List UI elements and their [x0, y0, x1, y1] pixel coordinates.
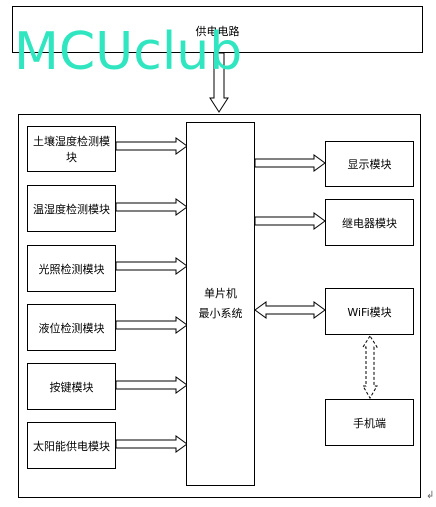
- arrow-display: [254, 154, 326, 172]
- liquid-level-module: 液位检测模块: [27, 304, 116, 351]
- power-down-arrow: [209, 52, 229, 113]
- arrow-relay: [254, 212, 326, 230]
- relay-module: 继电器模块: [325, 199, 414, 246]
- arrow-soil: [115, 137, 188, 155]
- solar-power-module: 太阳能供电模块: [27, 422, 116, 469]
- mcu-minimum-system: 单片机 最小系统: [186, 122, 255, 486]
- mcu-line2: 最小系统: [198, 307, 243, 320]
- arrow-key: [115, 376, 188, 394]
- arrow-level: [115, 316, 188, 334]
- paragraph-mark: ↲: [426, 490, 435, 501]
- temp-humidity-label: 温湿度检测模块: [33, 202, 110, 216]
- wifi-module: WiFi模块: [325, 288, 414, 335]
- key-module: 按键模块: [27, 363, 116, 410]
- key-label: 按键模块: [49, 380, 94, 394]
- soil-humidity-label: 土壤湿度检测模块: [33, 135, 110, 164]
- wifi-label: WiFi模块: [347, 305, 392, 319]
- arrow-temp: [115, 198, 188, 216]
- arrow-light: [115, 257, 188, 275]
- display-module: 显示模块: [325, 141, 414, 187]
- light-module: 光照检测模块: [27, 245, 116, 292]
- light-label: 光照检测模块: [38, 262, 105, 276]
- liquid-level-label: 液位检测模块: [38, 321, 105, 335]
- relay-label: 继电器模块: [342, 216, 397, 230]
- mcu-line1: 单片机: [204, 287, 237, 300]
- solar-power-label: 太阳能供电模块: [33, 439, 110, 453]
- wifi-phone-link: [362, 335, 378, 399]
- system-frame: [18, 114, 421, 498]
- power-circuit-label: 供电电路: [195, 25, 240, 38]
- phone-terminal: 手机端: [325, 399, 414, 446]
- power-circuit-box: 供电电路: [12, 6, 423, 53]
- display-label: 显示模块: [347, 158, 392, 171]
- phone-label: 手机端: [353, 416, 386, 430]
- mcuclub-watermark: MCUclub: [14, 22, 243, 82]
- arrow-wifi: [254, 301, 326, 319]
- soil-humidity-module: 土壤湿度检测模块: [27, 126, 116, 172]
- temp-humidity-module: 温湿度检测模块: [27, 185, 116, 232]
- arrow-solar: [115, 435, 188, 453]
